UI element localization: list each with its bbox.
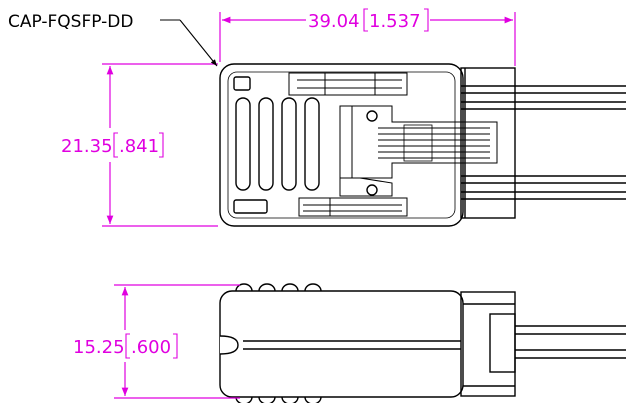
length-metric: 39.04 [308, 11, 360, 32]
width-imperial: .841 [119, 136, 159, 157]
upper-latch [288, 72, 408, 96]
grip-ridges-top [235, 283, 322, 292]
top-strain-relief [460, 67, 516, 219]
side-strain-relief [460, 291, 516, 397]
side-notch [219, 335, 239, 355]
dimension-length [219, 8, 516, 66]
corner-pad-top [233, 76, 251, 91]
dimension-height [114, 284, 240, 399]
top-body [219, 63, 464, 227]
height-imperial: .600 [131, 337, 171, 358]
mount-hole-bottom [366, 184, 378, 196]
length-imperial: 1.537 [369, 11, 421, 32]
height-metric: 15.25 [73, 337, 125, 358]
width-metric: 21.35 [61, 136, 113, 157]
grip-ridges-bottom [235, 396, 322, 403]
top-view [219, 63, 626, 227]
side-view [219, 283, 626, 403]
side-view-cables [515, 325, 626, 359]
corner-pad-bottom [233, 199, 268, 214]
top-view-cables [461, 85, 626, 200]
mount-hole-top [366, 110, 378, 122]
lower-latch [298, 197, 408, 217]
grip-slots [235, 97, 320, 191]
callout-leader [160, 19, 218, 67]
side-body [219, 290, 464, 398]
dimension-width [102, 63, 218, 227]
connector-card [339, 105, 498, 179]
part-label: CAP-FQSFP-DD [8, 12, 133, 32]
